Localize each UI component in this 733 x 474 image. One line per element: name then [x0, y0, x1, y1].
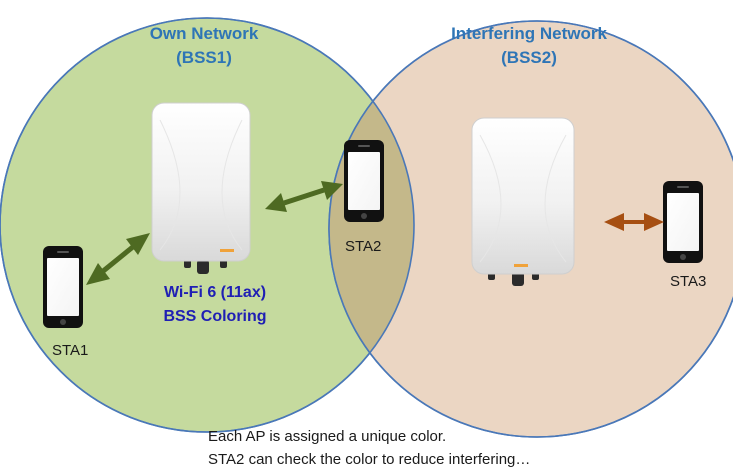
feature-label: Wi-Fi 6 (11ax) BSS Coloring	[130, 281, 300, 329]
caption: Each AP is assigned a unique color. STA2…	[208, 425, 530, 471]
caption-line-1: Each AP is assigned a unique color.	[208, 428, 447, 445]
own-link-arrows	[86, 181, 343, 285]
smartphone-icon	[663, 181, 703, 263]
double-arrow-ap2-sta3	[604, 213, 664, 231]
sta1-label: STA1	[52, 342, 89, 359]
feature-line-2: BSS Coloring	[163, 308, 267, 325]
caption-line-2: STA2 can check the color to reduce inter…	[208, 451, 531, 468]
smartphone-icon	[344, 140, 384, 222]
interfering-network-bss: (BSS2)	[501, 48, 557, 67]
smartphone-icon	[43, 246, 83, 328]
interfering-network-name: Interfering Network	[451, 24, 607, 43]
double-arrow-sta1-ap1	[86, 233, 150, 285]
own-network-name: Own Network	[149, 24, 259, 43]
interfering-network-title: Interfering Network (BSS2)	[404, 22, 654, 70]
own-network-circle-outline	[0, 17, 415, 433]
sta2-label: STA2	[345, 238, 382, 255]
own-network-bss: (BSS1)	[176, 48, 232, 67]
interfering-network-circle-outline	[328, 20, 733, 438]
interfering-link-arrows	[604, 213, 664, 231]
access-point-icon	[151, 102, 251, 274]
feature-line-1: Wi-Fi 6 (11ax)	[163, 284, 267, 301]
own-network-title: Own Network (BSS1)	[104, 22, 304, 70]
double-arrow-ap1-sta2	[265, 181, 343, 212]
access-point-icon	[471, 117, 575, 286]
sta3-label: STA3	[670, 273, 707, 290]
